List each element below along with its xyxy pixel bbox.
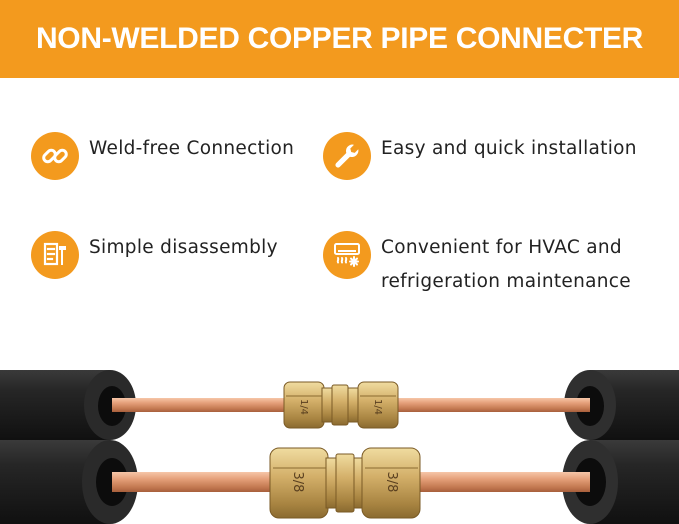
hvac-unit-icon <box>323 231 371 279</box>
feature-easy-install: Easy and quick installation <box>323 132 637 180</box>
disassembly-tool-icon <box>31 231 79 279</box>
feature-text-line-2: refrigeration maintenance <box>381 271 631 292</box>
banner-title: NON-WELDED COPPER PIPE CONNECTER <box>35 22 644 55</box>
feature-weld-free: Weld-free Connection <box>31 132 294 180</box>
feature-text: Simple disassembly <box>89 237 278 258</box>
pipes-illustration: 1/4 1/4 3/8 3/8 <box>0 370 679 524</box>
left-insulation <box>0 370 138 524</box>
small-fitting-mark-left: 1/4 <box>298 399 309 415</box>
title-banner: NON-WELDED COPPER PIPE CONNECTER <box>0 0 679 78</box>
right-insulation <box>562 370 679 524</box>
feature-text-multiline: Convenient for HVAC and refrigeration ma… <box>381 231 631 299</box>
feature-text: Easy and quick installation <box>381 138 637 159</box>
feature-text: Weld-free Connection <box>89 138 295 159</box>
feature-hvac: Convenient for HVAC and refrigeration ma… <box>323 231 631 299</box>
chain-link-icon <box>31 132 79 180</box>
feature-text-line-1: Convenient for HVAC and <box>381 237 622 258</box>
large-brass-union: 3/8 3/8 <box>269 447 421 519</box>
large-fitting-mark-left: 3/8 <box>290 472 305 493</box>
small-fitting-mark-right: 1/4 <box>372 399 383 415</box>
wrench-icon <box>323 132 371 180</box>
small-brass-union: 1/4 1/4 <box>283 381 399 429</box>
large-fitting-mark-right: 3/8 <box>384 472 399 493</box>
feature-disassembly: Simple disassembly <box>31 231 278 279</box>
